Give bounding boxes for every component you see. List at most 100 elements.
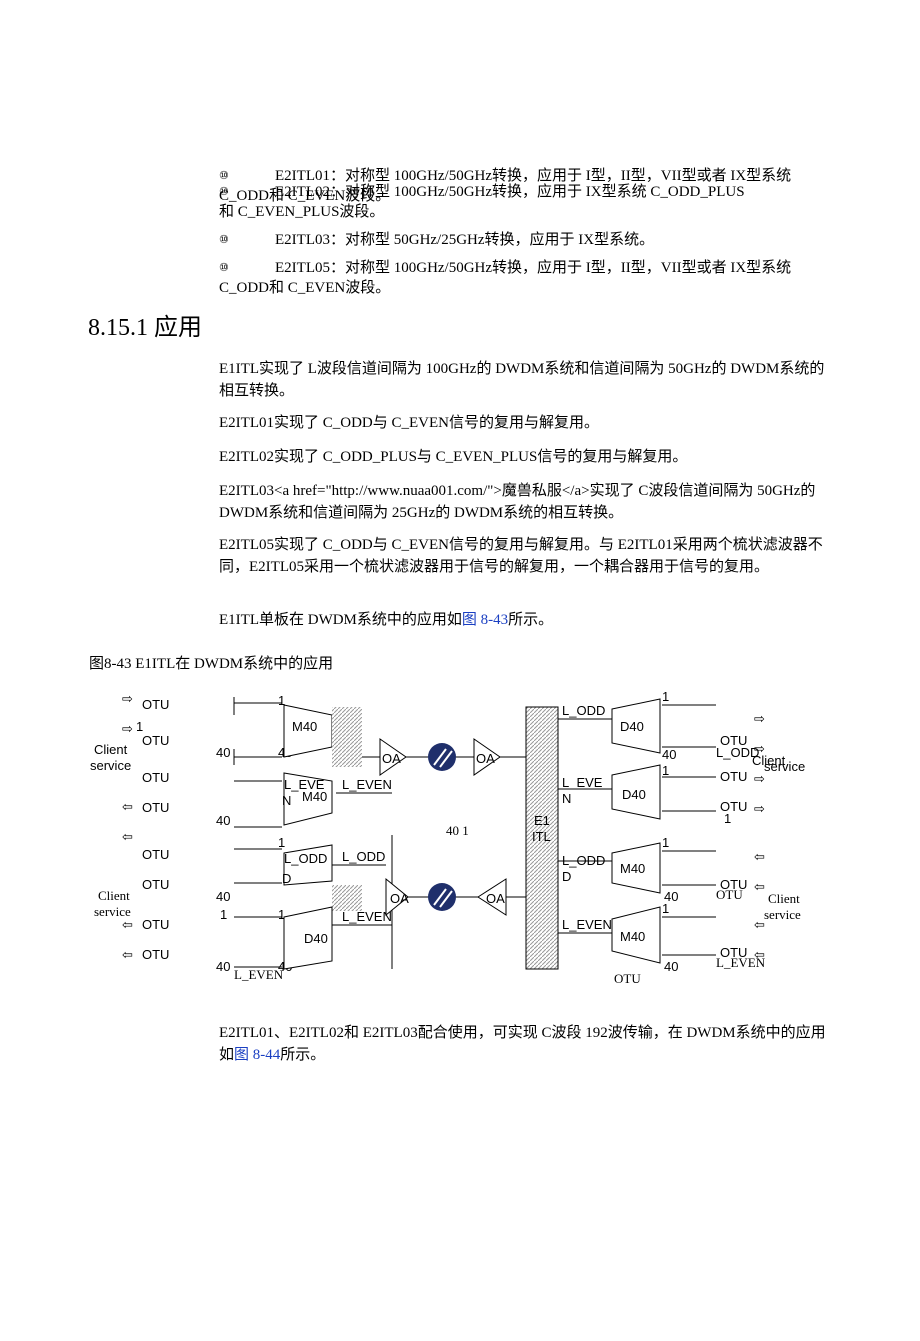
otu-label: OTU — [720, 733, 747, 748]
otu-label: OTU — [142, 697, 169, 712]
bullet-continuation: C_ODD和 C_EVEN波段。 — [219, 188, 391, 204]
l-even-label: L_EVE — [562, 775, 603, 790]
arrow-icon: ⇦ — [754, 849, 765, 864]
number-label: 1 — [278, 907, 285, 922]
d40-demux-even: 1 1 40 40 D40 L_EVEN L_EVEN — [216, 835, 393, 982]
l-even-label: L_EVEN — [342, 909, 392, 924]
n-label: N — [562, 791, 571, 806]
client-label: Client — [768, 891, 800, 906]
bullet-text: E2ITL05：对称型 100GHz/50GHz转换，应用于 I型，II型，VI… — [275, 260, 792, 276]
m40-label: M40 — [302, 789, 327, 804]
m40-label: M40 — [620, 861, 645, 876]
otu-label: OTU — [142, 733, 169, 748]
number-label: 40 — [662, 747, 676, 762]
arrow-icon: ⇨ — [122, 691, 133, 706]
fiber-icon — [428, 743, 456, 771]
otu-label: OTU — [142, 947, 169, 962]
e1itl-board: E1 ITL — [525, 706, 559, 970]
even-label: L_EVE — [284, 777, 325, 792]
arrow-icon: ⇦ — [754, 947, 765, 962]
number-label: 40 — [216, 889, 230, 904]
oa-label: OA — [382, 751, 401, 766]
bullet-item-e2itl02: ⑩ E2ITL02：对称型 100GHz/50GHz转换，应用于 IX型系统 C… — [219, 182, 839, 222]
m40-mux-right-even: L_EVEN M40 1 40 OTU L_EVEN OTU — [558, 901, 766, 985]
section-heading: 8.15.1 应用 — [88, 315, 202, 341]
l-odd-label: L_ODD — [562, 703, 605, 718]
m40-mux-right-odd: L_ODD D M40 1 40 OTU OTU — [558, 835, 747, 904]
otu-label: OTU — [716, 887, 743, 902]
l-even-label: L_EVEN — [716, 955, 766, 970]
number-label: 1 — [662, 763, 669, 778]
number-label: 40 — [216, 813, 230, 828]
ref-text-end: 所示。 — [508, 612, 554, 628]
arrow-icon: ⇨ — [754, 741, 765, 756]
m40-label: M40 — [292, 719, 317, 734]
e1-label: E1 — [534, 813, 550, 828]
right-client-group: ⇨ ⇨ ⇨ ⇨ Client service ⇦ ⇦ ⇦ ⇦ Client se… — [752, 711, 805, 962]
figure-link[interactable]: 图 8-43 — [461, 612, 509, 628]
arrow-icon: ⇦ — [122, 829, 133, 844]
l-odd-label: L_ODD — [284, 851, 327, 866]
otu-label: OTU — [720, 799, 747, 814]
arrow-icon: ⇦ — [122, 917, 133, 932]
arrow-icon: ⇦ — [122, 799, 133, 814]
paragraph-e2itl05: E2ITL05实现了 C_ODD与 C_EVEN信号的复用与解复用。与 E2IT… — [219, 537, 823, 575]
bullet-icon: ⑩ — [219, 170, 229, 182]
paragraph-figure-ref: E1ITL单板在 DWDM系统中的应用如图 8-43所示。 — [219, 609, 831, 631]
paragraph-e1itl: E1ITL实现了 L波段信道间隔为 100GHz的 DWDM系统和信道间隔为 5… — [219, 361, 825, 399]
number-label: 1 — [220, 907, 227, 922]
l-odd-label: L_ODD — [342, 849, 385, 864]
number-label: 1 — [662, 835, 669, 850]
figure-caption: 图8-43 E1ITL在 DWDM系统中的应用 — [89, 656, 334, 672]
arrow-icon: ⇨ — [754, 801, 765, 816]
number-label: 1 — [278, 835, 285, 850]
number-label: 1 — [724, 811, 731, 826]
bullet-item-e2itl01: ⑩ E2ITL01：对称型 100GHz/50GHz转换，应用于 I型，II型，… — [219, 166, 839, 206]
service-label: service — [94, 904, 131, 919]
bullet-icon: ⑩ — [219, 186, 229, 198]
bullet-icon: ⑩ — [219, 262, 229, 274]
otu-label: OTU — [720, 877, 747, 892]
l-odd-label: L_ODD — [562, 853, 605, 868]
client-label: Client — [94, 742, 128, 757]
arrow-icon: ⇦ — [122, 947, 133, 962]
otu-label: OTU — [142, 847, 169, 862]
d40-demux-right-top: L_ODD D40 1 40 OTU L_ODD — [558, 689, 759, 762]
d-label: D — [562, 869, 571, 884]
amplifier-chain-bottom: OA OA 40 1 — [385, 823, 526, 917]
oa-label: OA — [486, 891, 505, 906]
m40-mux-even: 40 L_EVE N M40 L_EVEN — [216, 772, 392, 828]
dwdm-diagram: ⇨ OTU ⇨ 1 OTU Client service OTU ⇦ OTU ⇦… — [90, 689, 805, 985]
d40-demux-odd: 1 40 L_ODD D L_ODD — [216, 835, 386, 911]
ref-text: E1ITL单板在 DWDM系统中的应用如 — [219, 612, 462, 628]
l-even-label: L_EVEN — [562, 917, 612, 932]
bullet-continuation: 和 C_EVEN_PLUS波段。 — [219, 204, 385, 220]
number-label: 40 — [664, 959, 678, 974]
bullet-continuation: C_ODD和 C_EVEN波段。 — [219, 280, 391, 296]
l-odd-label: L_ODD — [716, 745, 759, 760]
number-label: 1 — [662, 689, 669, 704]
bullet-text: E2ITL03：对称型 50GHz/25GHz转换，应用于 IX型系统。 — [275, 232, 655, 248]
paragraph-e2itl02: E2ITL02实现了 C_ODD_PLUS与 C_EVEN_PLUS信号的复用与… — [219, 449, 688, 465]
number-label: 1 — [278, 693, 285, 708]
l-even-label: L_EVEN — [342, 777, 392, 792]
otu-label: OTU — [720, 945, 747, 960]
l-even-label: L_EVEN — [234, 967, 284, 982]
left-otu-group: ⇨ OTU ⇨ 1 OTU Client service OTU ⇦ OTU ⇦… — [90, 691, 169, 962]
d40-label: D40 — [622, 787, 646, 802]
paragraph-e2itl01: E2ITL01实现了 C_ODD与 C_EVEN信号的复用与解复用。 — [219, 415, 599, 431]
d-label: D — [282, 871, 291, 886]
figure-link[interactable]: 图 8-44 — [234, 1047, 281, 1063]
number-label: 40 — [664, 889, 678, 904]
otu-label: OTU — [142, 800, 169, 815]
amplifier-chain-top: OA OA — [362, 738, 526, 776]
service-label: service — [764, 907, 801, 922]
number-label: 40 — [216, 745, 230, 760]
ref-text: E2ITL01、E2ITL02和 E2ITL03配合使用，可实现 C波段 192… — [219, 1025, 826, 1063]
ref-text-end: 所示。 — [280, 1047, 326, 1063]
arrow-icon: ⇦ — [754, 879, 765, 894]
bullet-text: E2ITL01：对称型 100GHz/50GHz转换，应用于 I型，II型，VI… — [275, 168, 792, 184]
service-label: service — [90, 758, 131, 773]
channel-range-label: 40 1 — [446, 823, 469, 838]
paragraph-e2itl03: E2ITL03<a href="http://www.nuaa001.com/"… — [219, 483, 816, 521]
